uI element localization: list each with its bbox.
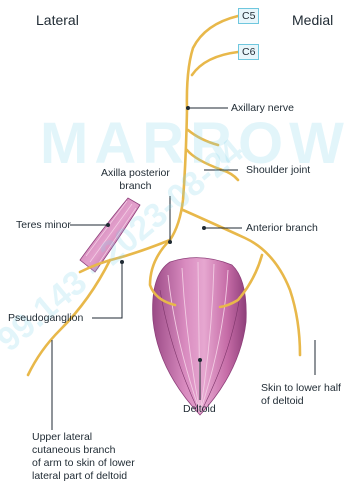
skin-lower-half-label: Skin to lower half of deltoid <box>261 382 341 408</box>
deltoid-label: Deltoid <box>183 403 216 416</box>
axilla-posterior-line1: Axilla posterior <box>101 167 170 180</box>
lateral-heading: Lateral <box>36 12 79 28</box>
pseudoganglion-label: Pseudoganglion <box>8 312 83 325</box>
axillary-nerve-trunk <box>170 110 187 240</box>
c6-root-label: C6 <box>238 44 259 60</box>
anterior-branch-label: Anterior branch <box>246 222 318 235</box>
upper-lateral-label: Upper lateral cutaneous branch of arm to… <box>32 431 135 483</box>
c6-root <box>192 52 238 75</box>
axilla-posterior-label: Axilla posterior branch <box>101 167 170 193</box>
skin-lower-half-line1: Skin to lower half <box>261 382 341 395</box>
axillary-nerve-label: Axillary nerve <box>231 102 294 115</box>
c5-root <box>187 16 238 110</box>
shoulder-joint-label: Shoulder joint <box>246 164 310 177</box>
upper-lateral-line4: lateral part of deltoid <box>32 470 135 483</box>
upper-lateral-line3: of arm to skin of lower <box>32 457 135 470</box>
shoulder-joint-branch <box>187 150 238 180</box>
deltoid-muscle <box>153 258 247 415</box>
upper-lateral-line1: Upper lateral <box>32 431 135 444</box>
medial-heading: Medial <box>292 12 333 28</box>
upper-lateral-line2: cutaneous branch <box>32 444 135 457</box>
teres-minor-label: Teres minor <box>16 219 71 232</box>
c5-root-label: C5 <box>238 8 259 24</box>
axilla-posterior-line2: branch <box>101 180 170 193</box>
shoulder-joint-twig <box>188 130 218 145</box>
skin-lower-half-line2: of deltoid <box>261 395 341 408</box>
